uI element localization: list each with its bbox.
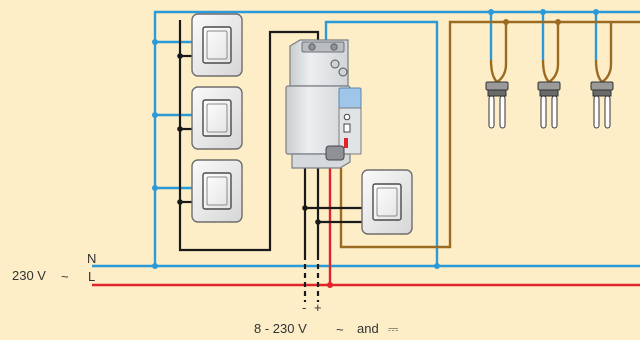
control-minus-label: - (302, 300, 306, 315)
module-screw-2 (338, 67, 348, 77)
module-screw-1 (330, 59, 340, 69)
lamp-2 (537, 81, 561, 129)
load-out (339, 20, 640, 249)
lamp-3 (590, 81, 614, 129)
neutral-wiring (92, 10, 640, 268)
lamp-1-load-drop (496, 22, 508, 83)
module-blue-strip (338, 87, 362, 109)
lamp-1 (485, 81, 509, 129)
module-indicator (343, 113, 351, 121)
load-wiring (339, 20, 640, 249)
control-loop (178, 20, 320, 252)
control-and-label: and (357, 321, 379, 336)
push-button-2 (191, 86, 243, 150)
module-bottom-terminals (325, 145, 345, 161)
module-top-terminals (301, 41, 345, 53)
lamp-2-load-drop (548, 22, 560, 83)
push-button-3 (191, 159, 243, 223)
supply-ac-symbol: ~ (61, 269, 69, 284)
lamp-2-neutral-bend (541, 59, 550, 83)
lamp-3-neutral-bend (594, 59, 603, 83)
module-selector (343, 123, 351, 133)
control-dc-symbol: ⎓ (388, 321, 398, 336)
junction-dots (152, 9, 599, 288)
control-plus-label: + (314, 300, 322, 315)
control-wire-extensions (303, 255, 320, 302)
push-button-4 (361, 169, 413, 235)
control-ac-symbol: ~ (336, 322, 344, 337)
supply-voltage-label: 230 V (12, 268, 46, 283)
module-red-tag (344, 138, 348, 148)
remote-control-module (285, 39, 362, 169)
push-button-1 (191, 13, 243, 77)
neutral-label: N (87, 251, 96, 266)
lamp-1-neutral-bend (489, 59, 498, 83)
neutral-feed-left (153, 10, 640, 266)
control-wiring (178, 20, 362, 255)
control-voltage-label: 8 - 230 V (254, 321, 307, 336)
line-label: L (88, 269, 95, 284)
neutral-to-module (324, 20, 439, 266)
lamp-3-load-drop (601, 22, 613, 83)
line-wiring (92, 165, 640, 287)
